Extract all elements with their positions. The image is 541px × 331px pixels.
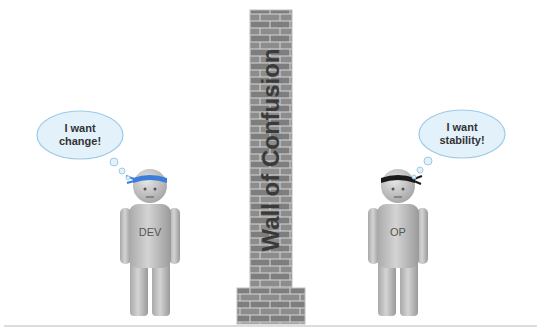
thought-text: I want stability! [433, 121, 491, 147]
brick-wall [237, 10, 305, 324]
dev-figure [120, 169, 180, 316]
thought-text: I want change! [51, 122, 109, 148]
figure-label-box: DEV [128, 221, 172, 243]
ground-line [4, 325, 537, 327]
thought-bubble: I want change! [36, 110, 124, 160]
role-label: OP [390, 226, 406, 238]
wall-label: Wall of Confusion [257, 48, 285, 251]
op-figure [368, 169, 428, 316]
thought-bubble: I want stability! [418, 109, 506, 159]
bubble-shape [419, 110, 505, 158]
wall-column: Wall of Confusion [250, 10, 292, 290]
bubble-shape [37, 111, 123, 159]
figure-label-box: OP [376, 221, 420, 243]
role-label: DEV [139, 226, 162, 238]
